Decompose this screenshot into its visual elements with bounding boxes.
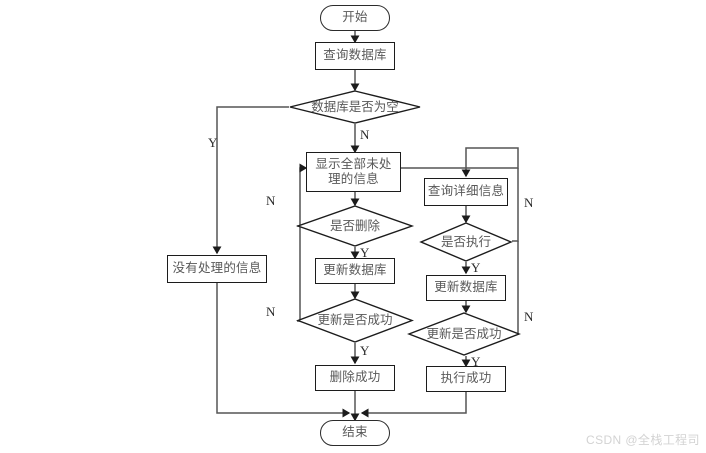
node-delete-success[interactable]: 删除成功 bbox=[315, 365, 395, 391]
node-update-ok-right[interactable]: 更新是否成功 bbox=[407, 312, 521, 356]
edge-label-confirm-execute-no: N bbox=[524, 195, 534, 210]
node-db-empty-label: 数据库是否为空 bbox=[311, 99, 399, 114]
edge-label-update-ok-left-yes: Y bbox=[360, 343, 370, 358]
diamond-shape bbox=[419, 222, 513, 262]
node-no-pending-info[interactable]: 没有处理的信息 bbox=[167, 255, 267, 283]
node-show-all-unprocessed[interactable]: 显示全部未处 理的信息 bbox=[306, 152, 401, 192]
node-confirm-delete-label: 是否删除 bbox=[329, 218, 380, 233]
diamond-shape bbox=[289, 90, 421, 124]
node-query-db-label: 查询数据库 bbox=[323, 48, 387, 63]
diamond-shape bbox=[407, 312, 521, 356]
node-query-detail[interactable]: 查询详细信息 bbox=[424, 178, 508, 206]
edge-label-confirm-delete-no: N bbox=[266, 193, 276, 208]
edge-label-confirm-delete-yes: Y bbox=[360, 245, 370, 260]
node-update-db-right-label: 更新数据库 bbox=[434, 280, 498, 295]
edge-label-confirm-execute-yes: Y bbox=[471, 260, 481, 275]
node-start-label: 开始 bbox=[342, 10, 368, 25]
node-no-pending-info-label: 没有处理的信息 bbox=[172, 261, 262, 276]
node-update-ok-left-label: 更新是否成功 bbox=[317, 313, 393, 327]
edge-label-update-ok-right-no: N bbox=[524, 309, 534, 324]
node-update-db-right[interactable]: 更新数据库 bbox=[426, 275, 506, 301]
node-execute-success[interactable]: 执行成功 bbox=[426, 366, 506, 392]
edge-label-update-ok-left-no: N bbox=[266, 304, 276, 319]
csdn-watermark: CSDN @全栈工程司 bbox=[586, 433, 700, 447]
node-update-ok-right-label: 更新是否成功 bbox=[426, 326, 502, 341]
node-end[interactable]: 结束 bbox=[320, 420, 390, 446]
node-confirm-execute-label: 是否执行 bbox=[440, 234, 491, 249]
node-db-empty[interactable]: 数据库是否为空 bbox=[289, 90, 421, 124]
diamond-shape bbox=[295, 205, 415, 247]
node-update-db-left[interactable]: 更新数据库 bbox=[315, 258, 395, 284]
edge-label-update-ok-right-yes: Y bbox=[471, 354, 481, 369]
node-start[interactable]: 开始 bbox=[320, 5, 390, 31]
node-query-detail-label: 查询详细信息 bbox=[427, 184, 505, 199]
node-end-label: 结束 bbox=[342, 425, 368, 440]
node-query-db[interactable]: 查询数据库 bbox=[315, 42, 395, 70]
node-confirm-execute[interactable]: 是否执行 bbox=[419, 222, 513, 262]
node-confirm-delete[interactable]: 是否删除 bbox=[295, 205, 415, 247]
node-show-all-unprocessed-label: 显示全部未处 理的信息 bbox=[315, 156, 392, 186]
node-update-ok-left[interactable]: 更新是否成功 bbox=[296, 298, 414, 343]
node-delete-success-label: 删除成功 bbox=[329, 370, 381, 385]
node-execute-success-label: 执行成功 bbox=[440, 371, 492, 386]
node-update-db-left-label: 更新数据库 bbox=[323, 263, 387, 278]
diamond-shape bbox=[296, 298, 414, 343]
edge-label-db-empty-no: N bbox=[360, 127, 370, 142]
edge-label-db-empty-yes: Y bbox=[208, 135, 218, 150]
